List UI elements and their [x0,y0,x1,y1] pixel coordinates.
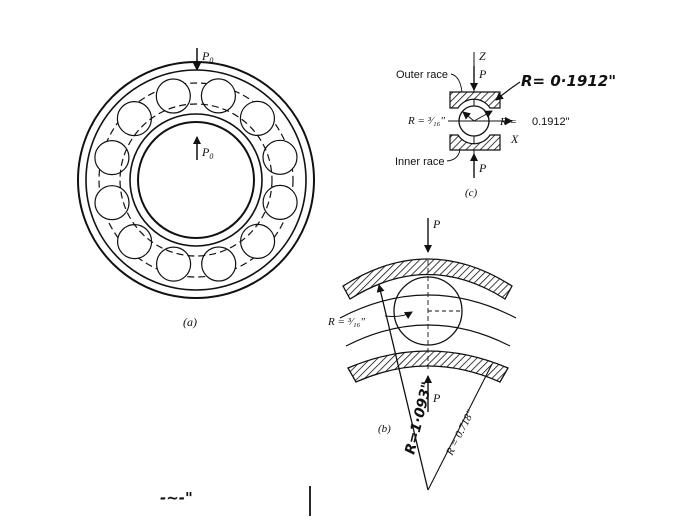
rolling-ball [262,139,298,175]
rolling-ball [240,223,276,259]
figure-c-cross-section: Z P X P Outer race Inner race R = ³⁄₁₆" … [395,49,616,199]
rolling-ball [239,100,275,137]
inner-race-segment [347,350,509,383]
groove-radius-arrow-c [473,110,493,122]
rolling-ball [200,78,236,114]
handwritten-leader-c [495,81,521,101]
inner-ring-bore [137,121,255,239]
rolling-ball [262,184,298,220]
ball-radius-label-b: R = ³⁄₁₆" [327,316,365,328]
outer-race-leader [450,73,463,93]
caption-a: (a) [183,315,197,329]
caption-c: (c) [465,187,478,199]
figure-b-race-detail: P P R = ³⁄₁₆" R=1·093" R = 0.718" (b) [327,217,517,491]
load-label-top-c: P [478,67,487,81]
outer-race-label: Outer race [396,69,448,81]
inner-radius-line [427,363,493,491]
load-label-inner-a: P0 [201,145,213,161]
groove-radius-label-c: R = [499,116,517,128]
inner-radius-label: R = 0.718" [444,408,478,458]
inner-ring-outer-edge [129,113,263,247]
figure-a-bearing: P0 P0 (a) [77,48,315,329]
groove-radius-value-c: 0.1912" [532,116,570,128]
rolling-ball [156,246,192,282]
rolling-ball [155,78,191,114]
load-label-top-a: P0 [201,49,213,65]
rolling-ball [116,100,152,137]
rolling-ball [94,140,130,176]
outer-raceway-line [339,294,517,319]
outer-radius-line [376,284,429,491]
outer-radius-label: R=1·093" [402,380,435,456]
inner-race-label: Inner race [395,156,445,168]
ball-radius-label-c: R = ³⁄₁₆" [407,115,445,127]
ball-set [94,78,298,282]
load-label-top-b: P [432,217,441,231]
handwritten-groove-radius: R= 0·1912" [521,72,616,90]
caption-b: (b) [378,423,391,435]
outer-ring-outer-edge [77,61,315,299]
outer-race-segment [342,258,513,300]
rolling-ball [117,224,153,260]
load-label-bottom-c: P [478,161,487,175]
ball-radius-leader-b [384,311,413,320]
stray-handwritten-mark: -~-" [160,489,193,507]
inner-race-leader [446,149,461,162]
outer-race-section [449,91,501,109]
x-axis-label: X [510,132,519,146]
outer-raceway-dashed [98,82,294,278]
load-label-bottom-b: P [432,391,441,405]
inner-raceway-dashed [119,103,273,257]
outer-ring-inner-edge [85,69,307,291]
rolling-ball [201,246,237,282]
z-axis-label: Z [479,49,486,63]
rolling-ball [94,185,130,221]
inner-race-section [449,134,501,151]
ball-radius-arrow-c [462,111,475,122]
